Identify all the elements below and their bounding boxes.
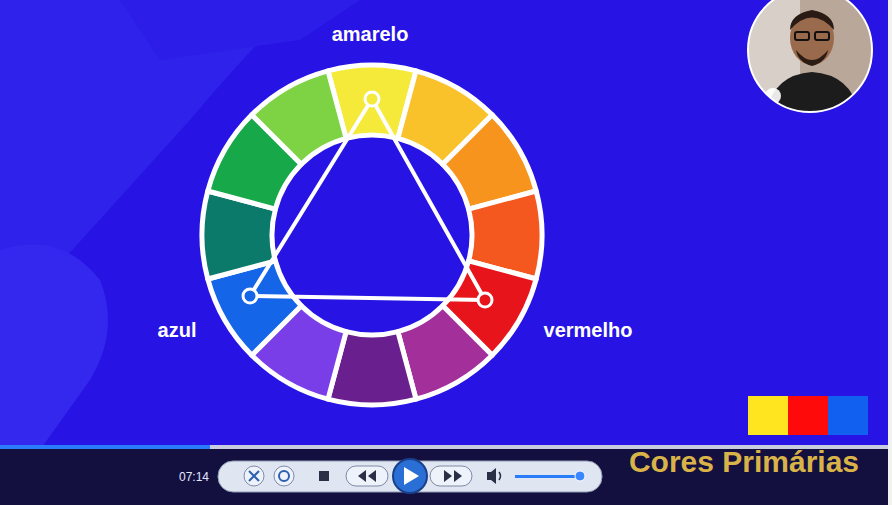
- color-label: azul: [158, 319, 197, 342]
- color-label: amarelo: [332, 23, 409, 46]
- time-display: 07:14: [179, 470, 209, 484]
- color-label: vermelho: [544, 319, 633, 342]
- video-title: Cores Primárias: [629, 445, 859, 479]
- wheel-segment: [252, 71, 346, 164]
